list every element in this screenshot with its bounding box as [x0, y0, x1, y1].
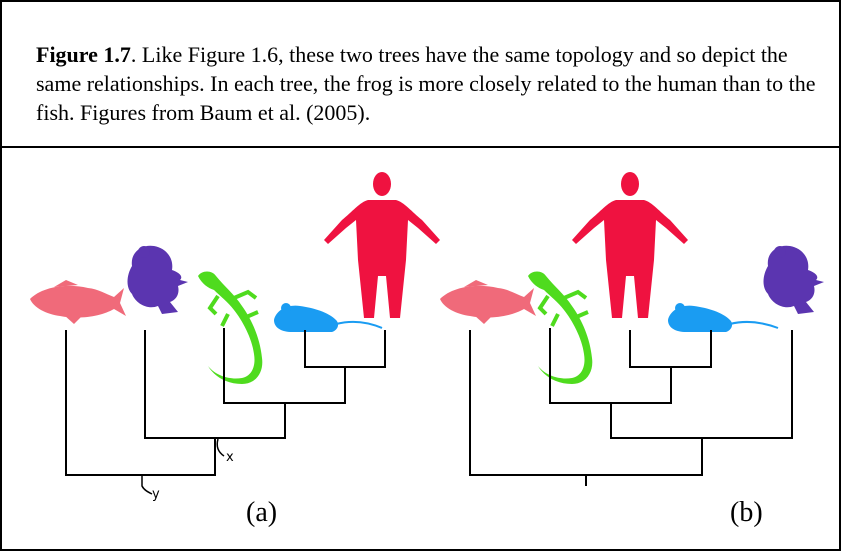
caption-divider — [2, 146, 839, 148]
tree-a-branches — [65, 328, 386, 476]
node-x-label: x — [226, 450, 234, 465]
figure-caption: Figure 1.7. Like Figure 1.6, these two t… — [36, 40, 826, 127]
node-y-pointer — [141, 475, 153, 495]
fish-icon — [440, 280, 536, 324]
lizard-icon — [528, 271, 593, 384]
human-icon — [324, 172, 440, 318]
figure-label: Figure 1.7 — [36, 42, 131, 67]
mouse-icon — [274, 303, 383, 332]
panel-b-label: (b) — [730, 497, 763, 528]
panel-a-label: (a) — [246, 497, 277, 528]
frog-icon — [763, 245, 824, 314]
lizard-icon — [198, 271, 263, 384]
mouse-icon — [668, 303, 779, 332]
frog-icon — [127, 245, 188, 314]
phylogeny-figure: x y (a) — [30, 172, 824, 528]
caption-text: . Like Figure 1.6, these two trees have … — [36, 42, 816, 125]
tree-b: (b) — [440, 172, 824, 528]
human-icon — [572, 172, 688, 318]
node-x-pointer — [216, 438, 225, 457]
tree-b-branches — [469, 328, 793, 486]
fish-icon — [30, 280, 126, 324]
node-y-label: y — [152, 487, 160, 502]
tree-a: x y (a) — [30, 172, 440, 528]
